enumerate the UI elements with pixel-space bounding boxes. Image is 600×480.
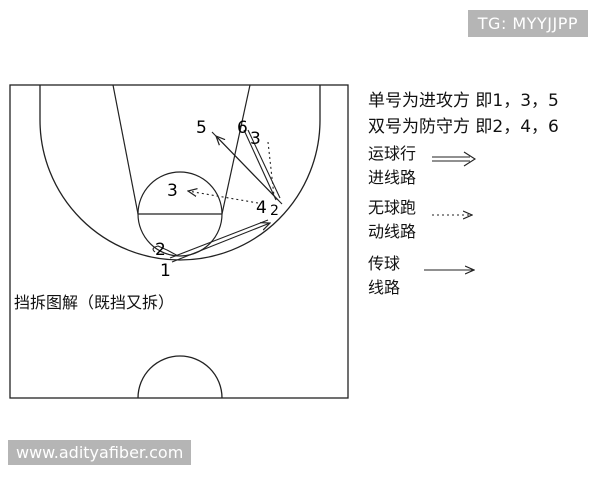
dribble-path-1b xyxy=(171,223,270,263)
player-5-label: 5 xyxy=(196,118,207,138)
legend-pass-text-2: 线路 xyxy=(368,278,401,297)
court-boundary xyxy=(9,84,349,399)
legend-pass: 传球 线路 xyxy=(368,252,400,300)
diagram-caption: 挡拆图解（既挡又拆） xyxy=(14,293,175,312)
legend-run-text-1: 无球跑 xyxy=(368,198,417,217)
defender-6-path xyxy=(243,129,277,201)
legend: 单号为进攻方 即1，3，5 双号为防守方 即2，4，6 xyxy=(368,88,559,140)
legend-pass-text-1: 传球 xyxy=(368,254,401,273)
run-path-3 xyxy=(267,141,275,197)
player-6-label: 6 xyxy=(237,118,248,138)
channel-badge: TG: MYYJJPP xyxy=(467,10,588,37)
lane-line-right xyxy=(221,84,251,215)
defender-2-path xyxy=(152,245,179,257)
legend-run-text-2: 动线路 xyxy=(368,222,417,241)
player-3-key-label: 3 xyxy=(167,181,178,201)
legend-dribble-text-1: 运球行 xyxy=(368,144,417,163)
three-point-arc xyxy=(39,85,321,261)
legend-offense-line: 单号为进攻方 即1，3，5 xyxy=(368,91,559,111)
site-watermark: www.adityafiber.com xyxy=(8,440,192,465)
legend-defense-line: 双号为防守方 即2，4，6 xyxy=(368,117,559,137)
player-1-label: 1 xyxy=(160,261,171,281)
lane-line-left xyxy=(112,84,139,215)
player-2-label: 2 xyxy=(155,240,166,260)
run-path-4-to-3 xyxy=(188,191,259,204)
defender-6-path-b xyxy=(247,129,281,199)
free-throw-circle xyxy=(137,171,223,257)
player-4-label: 4 xyxy=(256,198,267,218)
legend-dribble-head xyxy=(463,151,477,167)
roll-path-5b xyxy=(216,136,283,205)
center-circle xyxy=(137,355,223,399)
legend-dribble-text-2: 进线路 xyxy=(368,168,417,187)
player-3-top-label: 3 xyxy=(250,129,261,149)
legend-dribble: 运球行 进线路 xyxy=(368,142,416,190)
player-2-near4-label: 2 xyxy=(270,203,279,219)
dribble-path-1 xyxy=(169,219,269,259)
legend-run: 无球跑 动线路 xyxy=(368,196,416,244)
